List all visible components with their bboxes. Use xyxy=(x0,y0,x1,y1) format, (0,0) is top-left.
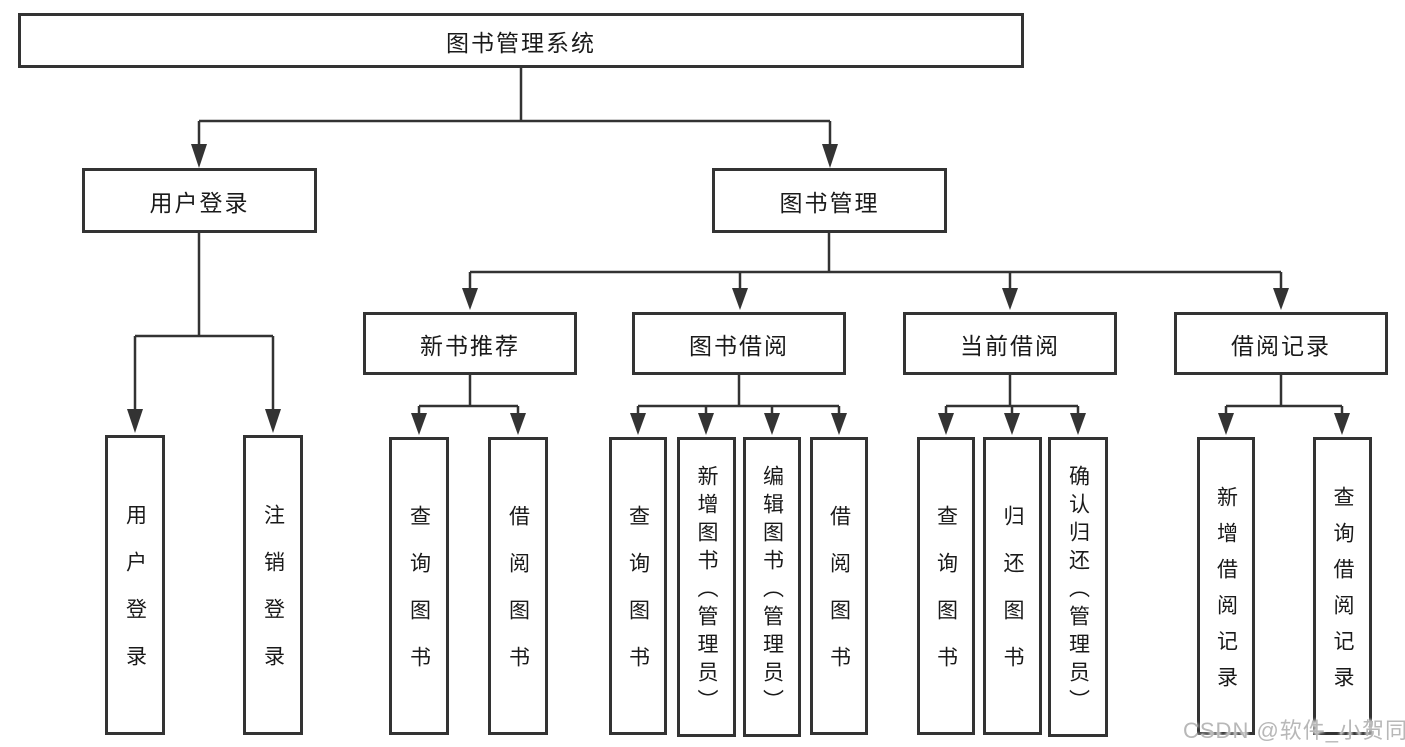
node-label: 借阅图书 xyxy=(506,505,530,693)
leaf-bb-query-books: 查询图书 xyxy=(609,437,667,735)
node-label: 确认归还（管理员） xyxy=(1066,464,1090,717)
node-label: 查询借阅记录 xyxy=(1331,485,1354,702)
leaf-cb-query-books: 查询图书 xyxy=(917,437,975,735)
node-current-borrowing: 当前借阅 xyxy=(903,312,1117,375)
node-label: 图书管理系统 xyxy=(446,29,596,56)
leaf-br-add-record: 新增借阅记录 xyxy=(1197,437,1255,735)
leaf-br-query-record: 查询借阅记录 xyxy=(1313,437,1372,735)
leaf-bb-add-books-admin: 新增图书（管理员） xyxy=(677,437,736,737)
node-label: 新增图书（管理员） xyxy=(695,464,718,717)
node-user-login: 用户登录 xyxy=(82,168,317,233)
node-label: 借阅图书 xyxy=(827,505,851,693)
node-book-borrowing: 图书借阅 xyxy=(632,312,846,375)
node-label: 查询图书 xyxy=(934,505,958,693)
leaf-bb-borrow-books: 借阅图书 xyxy=(810,437,868,735)
csdn-watermark: CSDN @软件_小贺同学 xyxy=(1183,718,1405,743)
node-borrowing-records: 借阅记录 xyxy=(1174,312,1388,375)
node-book-management: 图书管理 xyxy=(712,168,947,233)
leaf-cb-confirm-return-admin: 确认归还（管理员） xyxy=(1048,437,1108,737)
node-label: 查询图书 xyxy=(626,505,650,693)
node-new-book-recommend: 新书推荐 xyxy=(363,312,577,375)
leaf-cb-return-books: 归还图书 xyxy=(983,437,1042,735)
node-label: 图书管理 xyxy=(779,189,880,216)
leaf-nbr-query-books: 查询图书 xyxy=(389,437,449,735)
node-label: 图书借阅 xyxy=(689,332,789,359)
node-label: 用户登录 xyxy=(149,189,250,216)
leaf-logout: 注销登录 xyxy=(243,435,303,735)
node-label: 当前借阅 xyxy=(960,332,1060,359)
node-label: 新书推荐 xyxy=(420,332,520,359)
leaf-bb-edit-books-admin: 编辑图书（管理员） xyxy=(743,437,801,737)
node-label: 查询图书 xyxy=(407,505,431,693)
leaf-user-login: 用户登录 xyxy=(105,435,165,735)
node-library-system: 图书管理系统 xyxy=(18,13,1024,68)
node-label: 借阅记录 xyxy=(1231,332,1331,359)
node-label: 注销登录 xyxy=(261,504,285,692)
node-label: 归还图书 xyxy=(1001,505,1024,693)
node-label: 新增借阅记录 xyxy=(1214,485,1238,702)
node-label: 编辑图书（管理员） xyxy=(760,464,784,717)
leaf-nbr-borrow-books: 借阅图书 xyxy=(488,437,548,735)
node-label: 用户登录 xyxy=(123,504,147,692)
